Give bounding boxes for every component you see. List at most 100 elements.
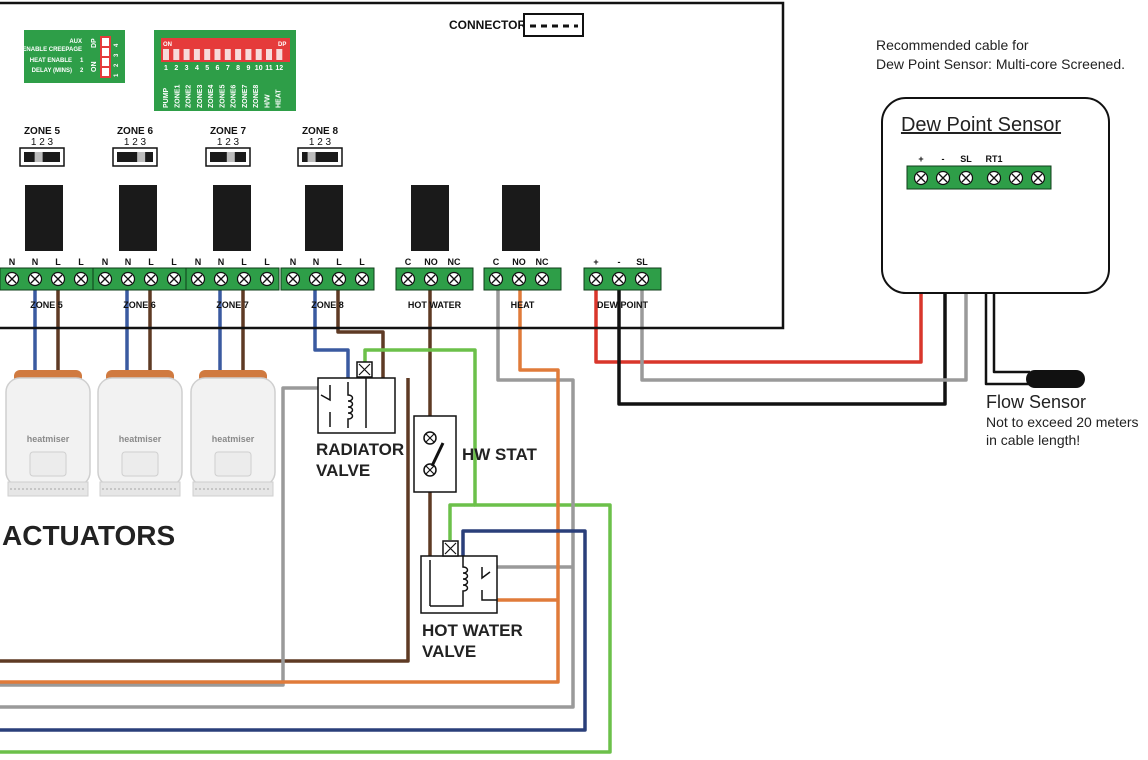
zone-switch-track bbox=[117, 152, 153, 162]
wire-radiator-grey bbox=[0, 386, 318, 687]
flow-sensor-note-line2: in cable length! bbox=[986, 432, 1080, 448]
dip-main-label: ZONE4 bbox=[208, 85, 215, 108]
dip-main-switch-2 bbox=[173, 49, 180, 60]
terminal-group-label: ZONE 5 bbox=[30, 300, 63, 310]
terminal-pin-label: L bbox=[171, 257, 177, 267]
terminal-pin-label: NO bbox=[424, 257, 438, 267]
svg-text:1: 1 bbox=[80, 58, 84, 64]
dip-main-label: ZONE7 bbox=[242, 85, 249, 108]
dew-point-sensor-title: Dew Point Sensor bbox=[901, 114, 1061, 136]
terminal-pin-label: N bbox=[313, 257, 320, 267]
dip-main-switch-9 bbox=[245, 49, 252, 60]
actuator: heatmiser bbox=[5, 370, 91, 497]
zone-switch-knob bbox=[307, 152, 316, 162]
hw-stat-label: HW STAT bbox=[462, 445, 538, 464]
terminal-pin-label: NC bbox=[536, 257, 549, 267]
zone-switch-positions: 1 2 3 bbox=[124, 137, 147, 148]
zone-switch-positions: 1 2 3 bbox=[31, 137, 54, 148]
terminal-pin-label: L bbox=[336, 257, 342, 267]
svg-text:1: 1 bbox=[114, 73, 120, 77]
dip-main-switch-7 bbox=[224, 49, 231, 60]
dip-main-label: H/W bbox=[264, 94, 271, 108]
svg-text:4: 4 bbox=[114, 43, 120, 47]
cable-note-line1: Recommended cable for bbox=[876, 37, 1029, 53]
hot-water-valve-label-2: VALVE bbox=[422, 642, 476, 661]
terminal-pin-label: SL bbox=[636, 257, 648, 267]
terminal-pin-label: L bbox=[78, 257, 84, 267]
flow-sensor-note-line1: Not to exceed 20 meters bbox=[986, 414, 1139, 430]
actuator: heatmiser bbox=[190, 370, 276, 497]
dip-switch-small: AUX ENABLE CREEPAGE HEAT ENABLE DELAY (M… bbox=[22, 30, 125, 83]
dps-pin-label: - bbox=[942, 154, 945, 164]
terminal-pin-label: L bbox=[264, 257, 270, 267]
wire-zone8-blue bbox=[313, 288, 350, 382]
terminal-pin-label: L bbox=[359, 257, 365, 267]
terminal-pin-label: L bbox=[148, 257, 154, 267]
hot-water-valve-label-1: HOT WATER bbox=[422, 621, 523, 640]
flow-sensor-title: Flow Sensor bbox=[986, 392, 1086, 412]
hw-stat bbox=[413, 415, 457, 493]
terminal-pin-label: N bbox=[125, 257, 132, 267]
dps-pin-label: + bbox=[918, 154, 923, 164]
terminal-pin-label: L bbox=[55, 257, 61, 267]
terminal-pin-label: NO bbox=[512, 257, 526, 267]
relay-zone6 bbox=[119, 185, 157, 251]
terminal-pin-label: N bbox=[32, 257, 39, 267]
actuator-brand: heatmiser bbox=[119, 434, 162, 444]
dps-pin-label: SL bbox=[960, 154, 972, 164]
terminal-block: N N L L ZONE 6 bbox=[92, 257, 187, 310]
zone-switch-knob bbox=[34, 152, 43, 162]
svg-text:DP: DP bbox=[91, 38, 98, 48]
svg-text:ENABLE CREEPAGE: ENABLE CREEPAGE bbox=[22, 47, 82, 53]
dip-main-number: 5 bbox=[205, 65, 209, 72]
dip-main-label: PUMP bbox=[163, 87, 170, 108]
relay-zone7 bbox=[213, 185, 251, 251]
wire-navy-loop bbox=[0, 529, 587, 732]
dip-main-switch-3 bbox=[183, 49, 190, 60]
terminal-pin-label: N bbox=[290, 257, 297, 267]
dip-main-number: 2 bbox=[174, 65, 178, 72]
actuator: heatmiser bbox=[97, 370, 183, 497]
terminal-group-label: ZONE 6 bbox=[123, 300, 156, 310]
terminal-pin-label: L bbox=[241, 257, 247, 267]
terminal-pin-label: N bbox=[9, 257, 16, 267]
terminal-pin-label: N bbox=[102, 257, 109, 267]
cable-note-line2: Dew Point Sensor: Multi-core Screened. bbox=[876, 56, 1125, 72]
radiator-valve-label-1: RADIATOR bbox=[316, 440, 404, 459]
relay-hot-water bbox=[411, 185, 449, 251]
wire-heat-orange bbox=[0, 288, 560, 684]
relays bbox=[25, 185, 540, 251]
wire-green-loop bbox=[0, 348, 612, 754]
dip-main-switch-5 bbox=[204, 49, 211, 60]
dip-main-switch-1 bbox=[163, 49, 169, 60]
terminal-pin-label: - bbox=[618, 257, 621, 267]
dip-main-label: ZONE2 bbox=[186, 85, 193, 108]
terminal-block: N N L L ZONE 5 bbox=[0, 257, 94, 310]
zone-switch-positions: 1 2 3 bbox=[217, 137, 240, 148]
radiator-valve bbox=[317, 361, 396, 434]
dip-main-number: 12 bbox=[275, 65, 283, 72]
zone-switch-label: ZONE 6 bbox=[117, 126, 154, 137]
svg-text:DP: DP bbox=[278, 42, 286, 48]
dip-main-switch-11 bbox=[266, 49, 272, 60]
svg-text:HEAT ENABLE: HEAT ENABLE bbox=[30, 58, 72, 64]
dip-main-number: 9 bbox=[246, 65, 250, 72]
zone-switch-label: ZONE 8 bbox=[302, 126, 339, 137]
dip-main-label: ZONE5 bbox=[219, 85, 226, 108]
dip-main-number: 8 bbox=[236, 65, 240, 72]
terminal-pin-label: C bbox=[405, 257, 412, 267]
terminal-pin-label: N bbox=[218, 257, 225, 267]
dip-main-number: 4 bbox=[195, 65, 199, 72]
flow-sensor-probe bbox=[1026, 370, 1085, 388]
terminal-pin-label: C bbox=[493, 257, 500, 267]
dip-main-number: 10 bbox=[255, 65, 263, 72]
radiator-valve-label-2: VALVE bbox=[316, 461, 370, 480]
svg-text:ON: ON bbox=[163, 42, 172, 48]
